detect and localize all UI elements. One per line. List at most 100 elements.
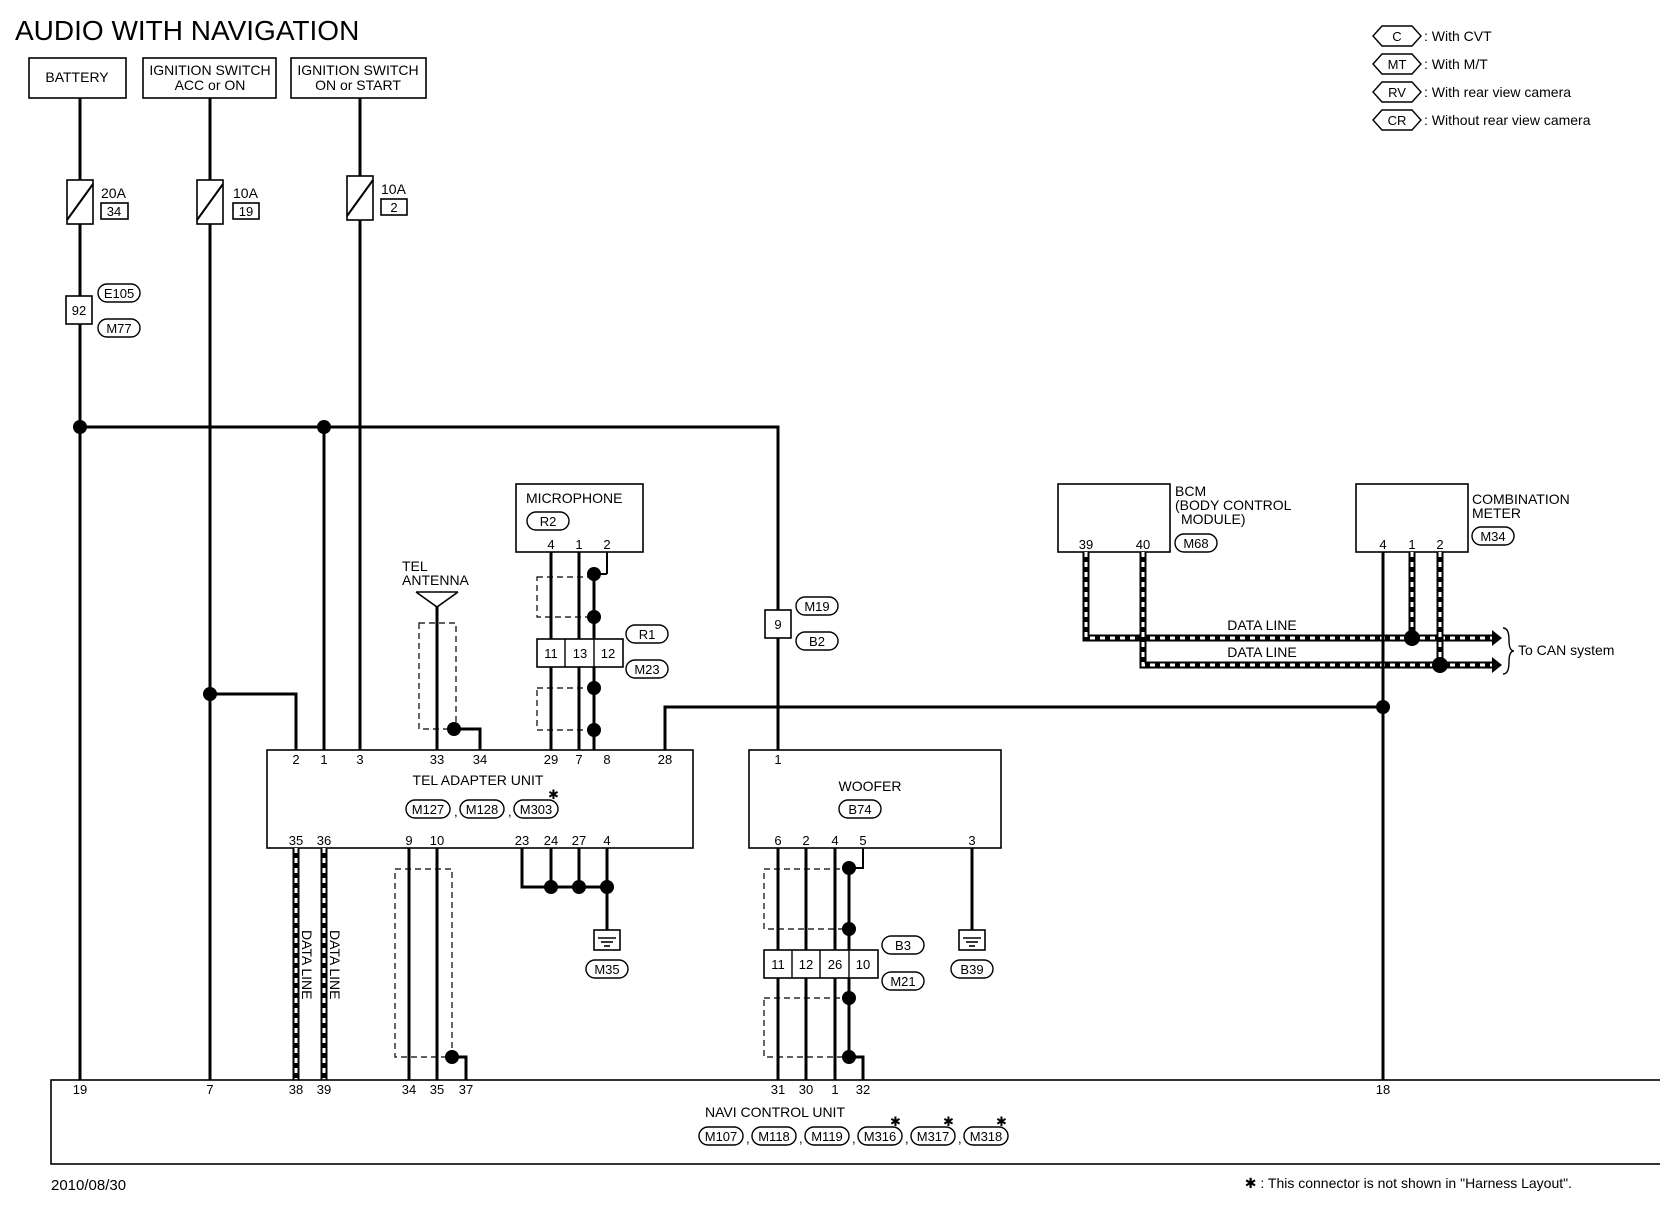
- navi-pin-34: 34: [402, 1082, 416, 1097]
- connector-b39: B39: [960, 962, 983, 977]
- microphone-label: MICROPHONE: [526, 490, 622, 506]
- connector-m23: M23: [634, 662, 659, 677]
- navi-pin-35: 35: [430, 1082, 444, 1097]
- legend-code-cr: CR: [1388, 113, 1407, 128]
- tel-sep-1: ,: [454, 804, 458, 819]
- tel-pin-29: 29: [544, 752, 558, 767]
- bcm-connector: M68: [1183, 536, 1208, 551]
- star-m303: ✱: [548, 787, 559, 802]
- connector-r1: R1: [639, 627, 656, 642]
- fuse-34-number: 34: [107, 204, 121, 219]
- connector-m119: M119: [811, 1129, 843, 1144]
- tel-pin-9: 9: [405, 833, 412, 848]
- can-system-label: To CAN system: [1518, 642, 1614, 658]
- tel-adapter-label: TEL ADAPTER UNIT: [413, 772, 544, 788]
- can-data-line-1: DATA LINE: [1227, 617, 1297, 633]
- bcm-label-3: MODULE): [1181, 511, 1246, 527]
- page-title: AUDIO WITH NAVIGATION: [15, 15, 359, 46]
- connector-m318: M318: [970, 1129, 1003, 1144]
- navi-pin-1: 1: [831, 1082, 838, 1097]
- woofer-pin-1: 1: [774, 752, 781, 767]
- woofer-pin-3: 3: [968, 833, 975, 848]
- tel-pin-24: 24: [544, 833, 558, 848]
- connector-m317: M317: [917, 1129, 950, 1144]
- ign-on-box: [290, 57, 427, 99]
- can-data-line-2: DATA LINE: [1227, 644, 1297, 660]
- tel-pin-27: 27: [572, 833, 586, 848]
- fuse-19-rating: 10A: [233, 185, 259, 201]
- meter-pin-1: 1: [1408, 537, 1415, 552]
- connector-m77: M77: [106, 321, 131, 336]
- fuse-2-number: 2: [390, 200, 397, 215]
- tel-pin-2: 2: [292, 752, 299, 767]
- tel-data-line-1: DATA LINE: [299, 930, 315, 1000]
- navi-pin-30: 30: [799, 1082, 813, 1097]
- tel-pin-34: 34: [473, 752, 487, 767]
- navi-sep-3: ,: [852, 1131, 856, 1146]
- microphone-connector: R2: [540, 514, 557, 529]
- legend-code-c: C: [1392, 29, 1401, 44]
- woofer-pin-4: 4: [831, 833, 838, 848]
- connector-m35: M35: [594, 962, 619, 977]
- fuse-34: 20A 34: [66, 179, 129, 225]
- can-arrow-2: [1492, 657, 1502, 673]
- connector-m118: M118: [758, 1129, 790, 1144]
- meter-pin-2: 2: [1436, 537, 1443, 552]
- tel-sep-2: ,: [508, 804, 512, 819]
- tel-pin-23: 23: [515, 833, 529, 848]
- meter-label-2: METER: [1472, 505, 1521, 521]
- star-m318: ✱: [996, 1114, 1007, 1129]
- connector-m127: M127: [412, 802, 445, 817]
- tel-pin-33: 33: [430, 752, 444, 767]
- footnote: ✱ : This connector is not shown in "Harn…: [1245, 1175, 1572, 1191]
- legend-code-mt: MT: [1388, 57, 1407, 72]
- navi-pin-32: 32: [856, 1082, 870, 1097]
- navi-pin-39: 39: [317, 1082, 331, 1097]
- tel-bottom-pins: 35 36 9 10 23 24 27 4: [289, 833, 611, 848]
- tel-pin-28: 28: [658, 752, 672, 767]
- ign-acc-label-2: ACC or ON: [175, 77, 246, 93]
- navi-sep-5: ,: [958, 1131, 962, 1146]
- connector-m19: M19: [804, 599, 829, 614]
- bcm-pin-39: 39: [1079, 537, 1093, 552]
- tel-adapter-box: [266, 749, 694, 849]
- can-brace: [1502, 627, 1515, 675]
- tel-pin-1: 1: [320, 752, 327, 767]
- ign-on-label-1: IGNITION SWITCH: [297, 62, 418, 78]
- date-stamp: 2010/08/30: [51, 1177, 126, 1194]
- antenna-icon: [415, 591, 459, 608]
- connector-b3: B3: [895, 938, 911, 953]
- connector-92: 92: [72, 303, 86, 318]
- mic-pin-2: 2: [603, 537, 610, 552]
- legend-text-mt: : With M/T: [1424, 56, 1488, 72]
- fuse-34-rating: 20A: [101, 185, 127, 201]
- legend-text-rv: : With rear view camera: [1424, 84, 1571, 100]
- woofer-box: [748, 749, 1002, 849]
- b3-pin-11: 11: [771, 957, 785, 972]
- woofer-ground-icon: [958, 929, 986, 951]
- bcm-box: [1057, 483, 1171, 553]
- connector-m303: M303: [520, 802, 553, 817]
- mic-pin-1: 1: [575, 537, 582, 552]
- navi-sep-1: ,: [746, 1131, 750, 1146]
- navi-pin-38: 38: [289, 1082, 303, 1097]
- navi-pin-18: 18: [1376, 1082, 1390, 1097]
- tel-pin-35: 35: [289, 833, 303, 848]
- legend-code-rv: RV: [1388, 85, 1406, 100]
- star-m316: ✱: [890, 1114, 901, 1129]
- r1-pin-11: 11: [544, 646, 558, 661]
- b3-pin-26: 26: [828, 957, 842, 972]
- navi-connectors: M107 , M118 , M119 , M316 ✱ , M317 ✱ , M…: [698, 1114, 1009, 1146]
- tel-top-pins: 2 1 3 33 34 29 7 8 28: [292, 752, 672, 767]
- mic-pin-4: 4: [547, 537, 554, 552]
- acc-to-tel: [210, 692, 298, 750]
- woofer-connector: B74: [848, 802, 871, 817]
- b3-pin-10: 10: [856, 957, 870, 972]
- connector-9: 9: [774, 617, 781, 632]
- b3-pin-12: 12: [799, 957, 813, 972]
- star-m317: ✱: [943, 1114, 954, 1129]
- navi-pin-31: 31: [771, 1082, 785, 1097]
- meter-label-1: COMBINATION: [1472, 491, 1570, 507]
- connector-m107: M107: [705, 1129, 738, 1144]
